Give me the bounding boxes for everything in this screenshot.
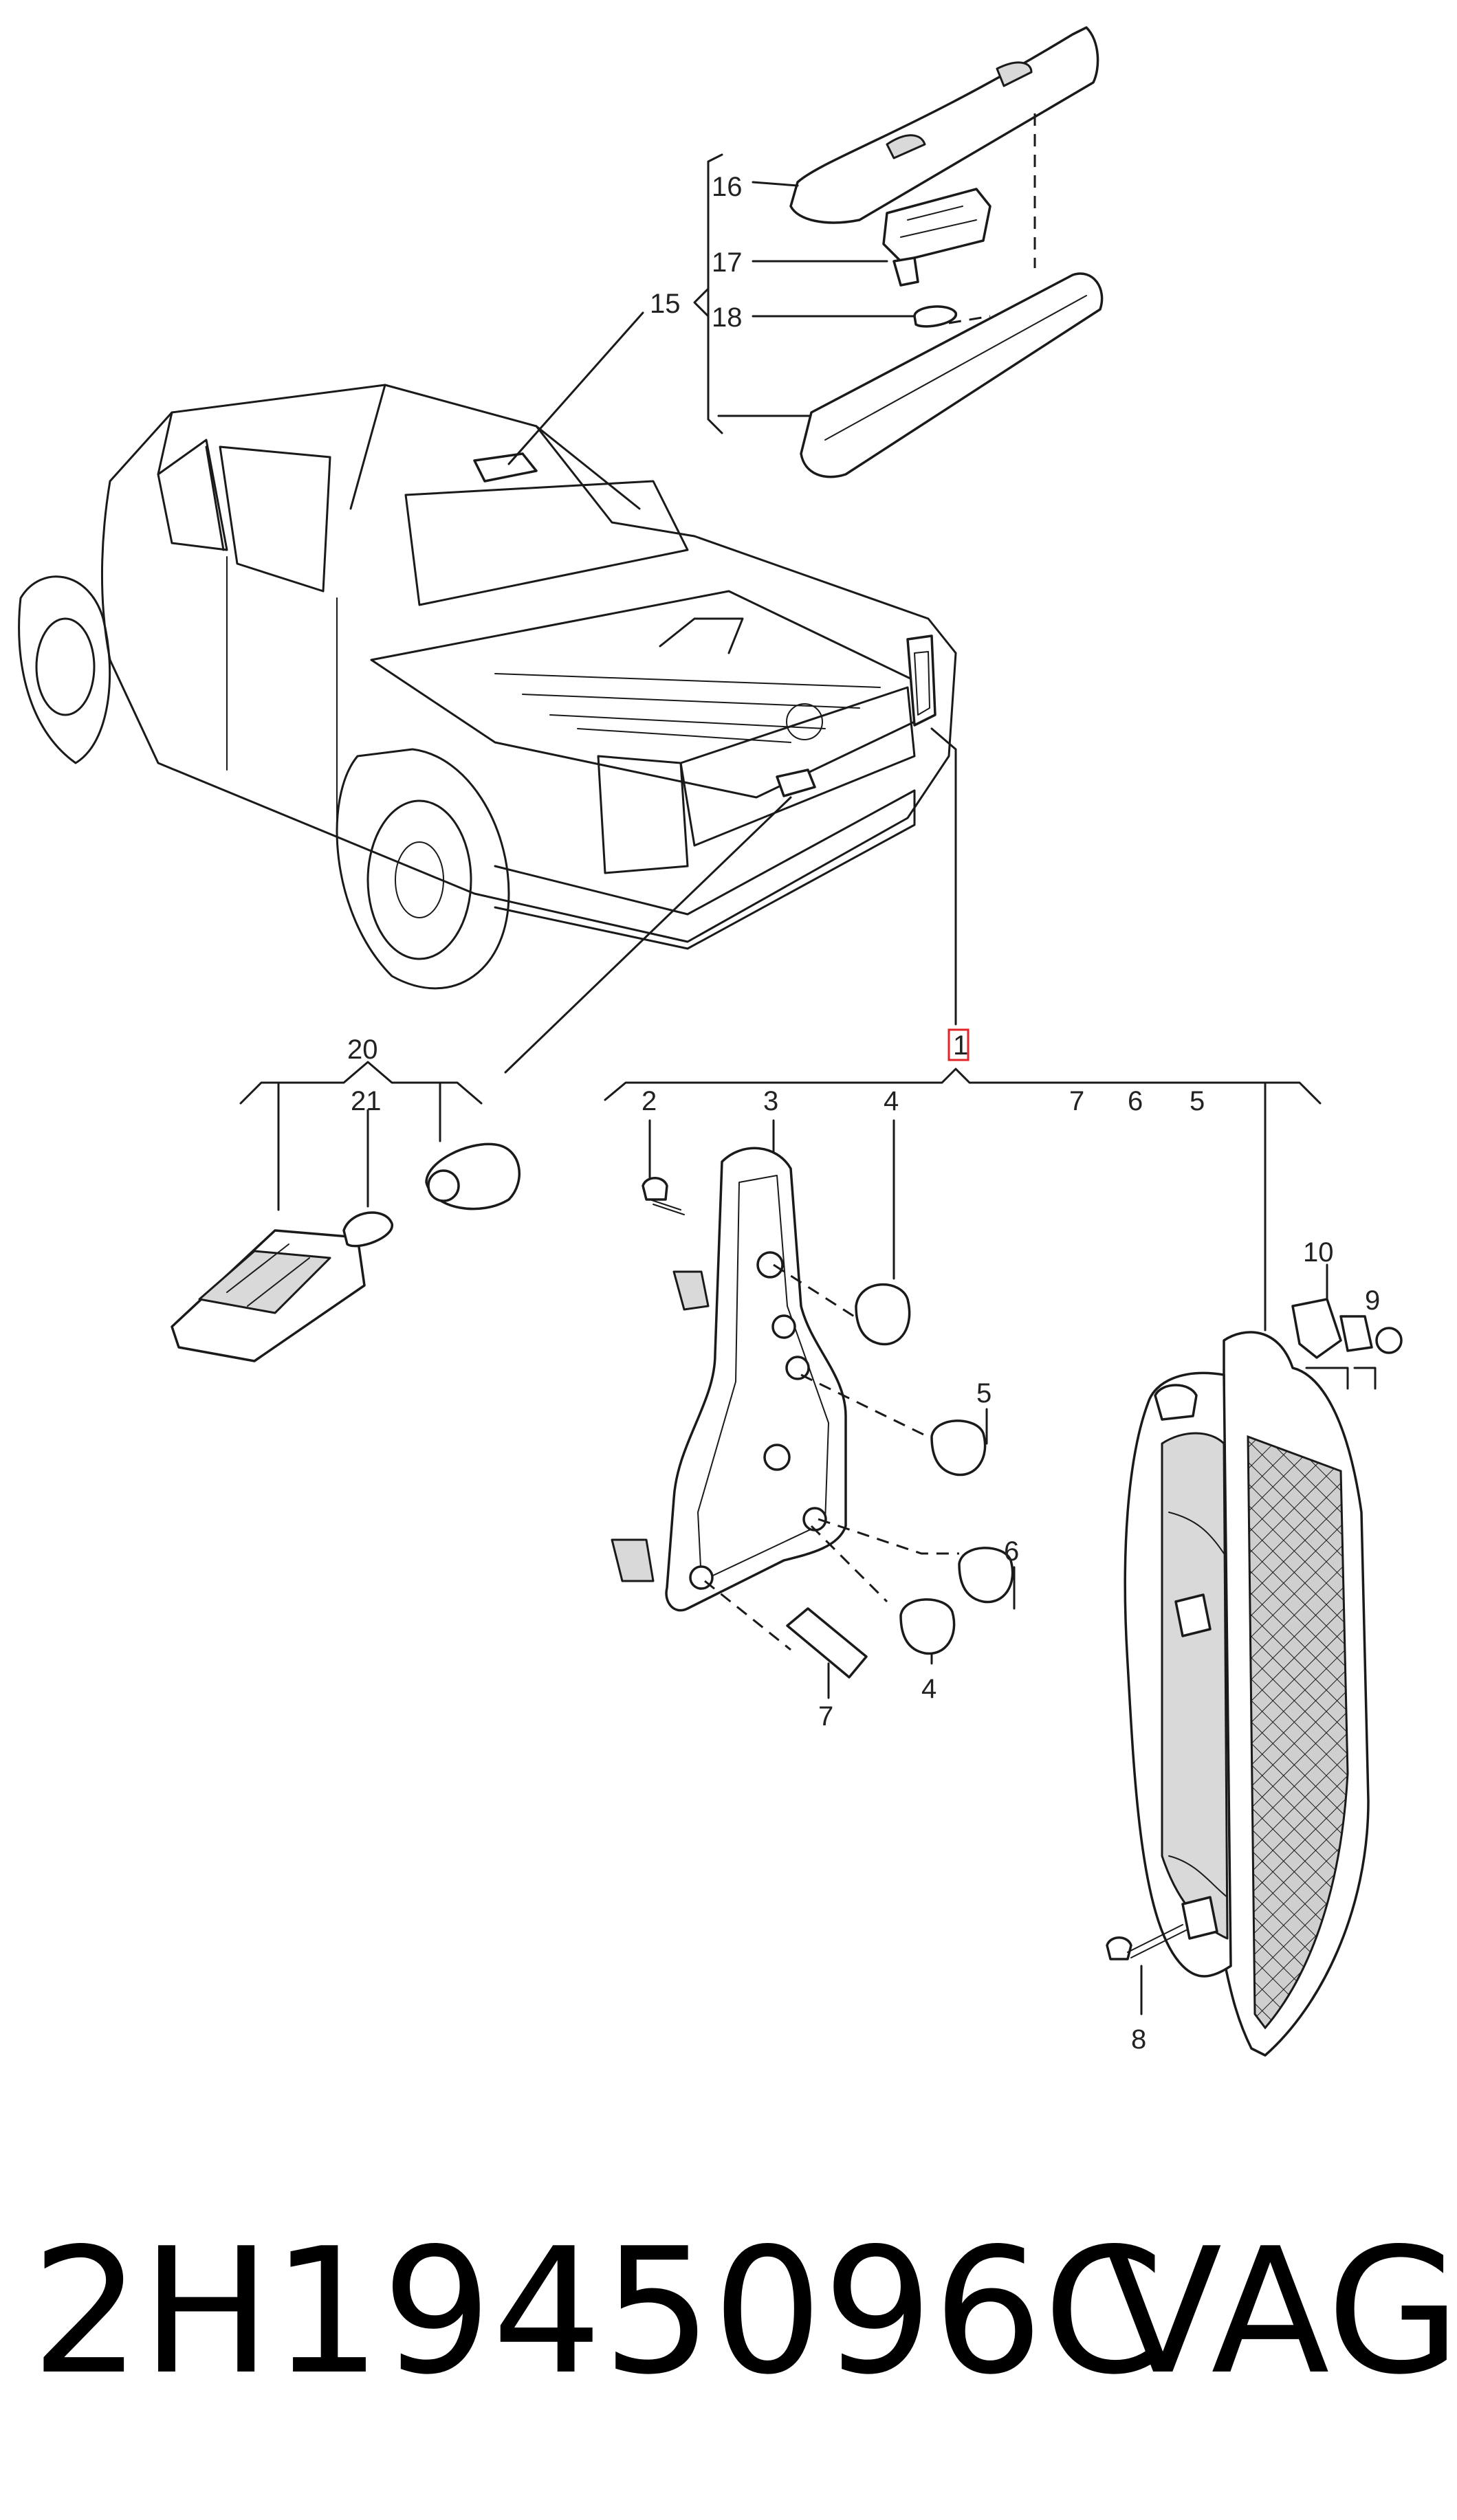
callout-10: 10 xyxy=(1303,1237,1334,1268)
leader-line-1 xyxy=(930,727,957,1026)
licence-plate-light-group xyxy=(171,1061,521,1362)
callout-6: 6 xyxy=(1004,1536,1019,1567)
callout-1-highlight-box xyxy=(947,1028,969,1061)
callout-18: 18 xyxy=(712,302,743,333)
leader-line-20 xyxy=(504,796,792,1074)
callout-15: 15 xyxy=(650,289,681,319)
leader-line-15 xyxy=(507,311,644,465)
callout-7-top: 7 xyxy=(1069,1086,1084,1116)
callout-17: 17 xyxy=(712,247,743,278)
callout-20: 20 xyxy=(347,1035,378,1065)
callout-6-top: 6 xyxy=(1128,1086,1143,1116)
third-brake-light-group xyxy=(693,26,1104,478)
callout-9: 9 xyxy=(1365,1285,1380,1316)
callout-3: 3 xyxy=(763,1086,778,1116)
callout-8: 8 xyxy=(1131,2024,1146,2055)
callout-5-top: 5 xyxy=(1190,1086,1205,1116)
callout-16: 16 xyxy=(712,172,743,202)
callout-1: 1 xyxy=(953,1030,968,1061)
pickup-truck-illustration xyxy=(18,384,957,990)
callout-21: 21 xyxy=(351,1086,382,1116)
callout-4-top: 4 xyxy=(884,1086,899,1116)
callout-5: 5 xyxy=(976,1378,992,1408)
brand-label: VAG xyxy=(1104,2211,1457,2413)
rear-light-assembly-group xyxy=(604,1068,1403,2057)
callout-2: 2 xyxy=(642,1086,657,1116)
callout-4: 4 xyxy=(921,1674,936,1704)
callout-7: 7 xyxy=(818,1701,833,1732)
part-number: 2H1945096C xyxy=(31,2211,1164,2413)
